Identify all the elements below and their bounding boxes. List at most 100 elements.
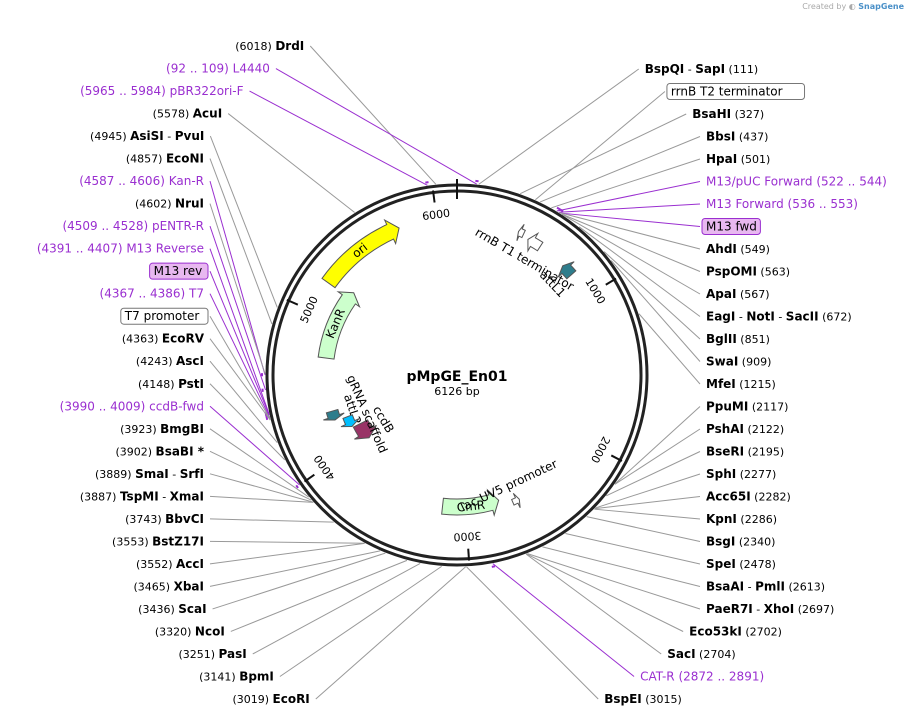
leader-line — [587, 517, 700, 542]
label-span: (4587 .. 4606) — [79, 174, 169, 188]
site-bsaai[interactable]: BsaAI - PmlI (2613) — [706, 580, 825, 594]
feature-lac-uv5-promoter[interactable]: lac UV5 promoter — [458, 457, 559, 514]
site-rrnb-t2-terminator[interactable]: rrnB T2 terminator — [667, 84, 805, 100]
feature-kanr[interactable]: KanR — [318, 292, 359, 359]
site-bsgi[interactable]: BsgI (2340) — [706, 535, 775, 549]
label-span: (3141) — [199, 670, 239, 683]
site-bbsi[interactable]: BbsI (437) — [706, 130, 768, 144]
label-span: (2195) — [744, 446, 784, 459]
site-label-text: M13 rev — [154, 264, 203, 278]
site-eco53ki[interactable]: Eco53kI (2702) — [689, 625, 782, 639]
site-spei[interactable]: SpeI (2478) — [706, 557, 776, 571]
site-asisi[interactable]: (4945) AsiSI - PvuI — [90, 129, 204, 143]
site-bpmi[interactable]: (3141) BpmI — [199, 669, 274, 683]
site-acui[interactable]: (5578) AcuI — [153, 107, 223, 121]
leader-line — [250, 91, 428, 185]
leader-line — [594, 509, 700, 519]
site-label-text: (3552) AccI — [136, 557, 204, 571]
feature-arrow-attl2[interactable] — [323, 409, 344, 420]
site-scai[interactable]: (3436) ScaI — [138, 602, 206, 616]
site-m13-reverse[interactable]: (4391 .. 4407) M13 Reverse — [37, 242, 204, 256]
site-bglii[interactable]: BglII (851) — [706, 332, 770, 346]
site-t7-promoter[interactable]: T7 promoter — [121, 308, 208, 324]
site-swai[interactable]: SwaI (909) — [706, 355, 771, 369]
feature-rrnb-t1-terminator[interactable]: rrnB T1 terminator — [473, 225, 577, 293]
site-bmgbi[interactable]: (3923) BmgBI — [120, 422, 204, 436]
site-nrui[interactable]: (4602) NruI — [135, 197, 204, 211]
site-label-text: HpaI (501) — [706, 152, 770, 166]
label-span: (3923) — [120, 423, 160, 436]
site-m13-forward[interactable]: M13 Forward (536 .. 553) — [706, 197, 858, 211]
site-ahdi[interactable]: AhdI (549) — [706, 242, 770, 256]
label-span: BpmI — [239, 669, 274, 683]
label-span: MfeI — [706, 377, 736, 391]
site-bstz17i[interactable]: (3553) BstZ17I — [112, 534, 204, 548]
site-pbr322ori-f[interactable]: (5965 .. 5984) pBR322ori-F — [80, 84, 244, 98]
snapgene-logo-icon: ◐ — [849, 2, 856, 11]
leader-line — [253, 563, 420, 654]
site-acc65i[interactable]: Acc65I (2282) — [706, 490, 791, 504]
label-span: L4440 — [233, 62, 270, 76]
site-bspei[interactable]: BspEI (3015) — [604, 692, 682, 706]
site-econi[interactable]: (4857) EcoNI — [126, 152, 204, 166]
site-label-text: (4243) AscI — [136, 354, 204, 368]
site-label-text: (4587 .. 4606) Kan-R — [79, 174, 204, 188]
site-bsabi[interactable]: (3902) BsaBI * — [115, 444, 204, 458]
label-span: rrnB T2 terminator — [671, 85, 783, 99]
site-pasi[interactable]: (3251) PasI — [178, 647, 246, 661]
site-kpni[interactable]: KpnI (2286) — [706, 512, 777, 526]
site-m13-puc-forward[interactable]: M13/pUC Forward (522 .. 544) — [706, 175, 887, 189]
label-span: XmaI — [170, 489, 204, 503]
site-bsahi[interactable]: BsaHI (327) — [692, 107, 764, 121]
site-pspomi[interactable]: PspOMI (563) — [706, 265, 790, 279]
site-t7[interactable]: (4367 .. 4386) T7 — [100, 287, 204, 301]
site-bbvci[interactable]: (3743) BbvCI — [125, 512, 204, 526]
feature-label-lac-uv5-promoter: lac UV5 promoter — [458, 457, 559, 514]
site-bseri[interactable]: BseRI (2195) — [706, 445, 784, 459]
site-pshai[interactable]: PshAI (2122) — [706, 422, 784, 436]
label-span: (4148) — [138, 378, 178, 391]
site-acci[interactable]: (3552) AccI — [136, 557, 204, 571]
label-span: Eco53kI — [689, 625, 742, 639]
label-span: SacI — [667, 647, 695, 661]
site-label-text: (4509 .. 4528) pENTR-R — [62, 219, 204, 233]
feature-arrow-rrnb-t2-terminator[interactable] — [517, 224, 525, 240]
site-label-text: BspEI (3015) — [604, 692, 682, 706]
label-span: (5965 .. 5984) — [80, 84, 170, 98]
site-asci[interactable]: (4243) AscI — [136, 354, 204, 368]
site-paer7i[interactable]: PaeR7I - XhoI (2697) — [706, 602, 834, 616]
site-hpai[interactable]: HpaI (501) — [706, 152, 770, 166]
site-l4440[interactable]: (92 .. 109) L4440 — [166, 62, 270, 76]
site-label-text: (4148) PstI — [138, 377, 204, 391]
site-mfei[interactable]: MfeI (1215) — [706, 377, 776, 391]
feature-arrow-lac-uv5-promoter[interactable] — [512, 493, 521, 507]
site-bspqi[interactable]: BspQI - SapI (111) — [645, 62, 758, 76]
leader-line — [310, 46, 436, 184]
site-ecorv[interactable]: (4363) EcoRV — [122, 332, 205, 346]
site-drdi[interactable]: (6018) DrdI — [235, 39, 304, 53]
site-sphi[interactable]: SphI (2277) — [706, 467, 776, 481]
site-label-text: (4391 .. 4407) M13 Reverse — [37, 242, 204, 256]
feature-arrow-rrnb-t1-terminator[interactable] — [528, 233, 543, 250]
site-smai[interactable]: (3889) SmaI - SrfI — [95, 467, 204, 481]
site-xbai[interactable]: (3465) XbaI — [134, 579, 204, 593]
tick-label-5000: 5000 — [298, 294, 321, 325]
site-label-text: M13 Forward (536 .. 553) — [706, 197, 858, 211]
feature-rrnb-t2-terminator[interactable] — [517, 224, 525, 240]
site-saci[interactable]: SacI (2704) — [667, 647, 735, 661]
site-cat-r[interactable]: CAT-R (2872 .. 2891) — [640, 670, 764, 684]
site-ppumi[interactable]: PpuMI (2117) — [706, 400, 788, 414]
site-eagi[interactable]: EagI - NotI - SacII (672) — [706, 310, 852, 324]
site-apai[interactable]: ApaI (567) — [706, 287, 770, 301]
site-kan-r[interactable]: (4587 .. 4606) Kan-R — [79, 174, 204, 188]
label-span: Kan-R — [169, 174, 204, 188]
site-tspmi[interactable]: (3887) TspMI - XmaI — [80, 489, 204, 503]
site-m13-rev[interactable]: M13 rev — [150, 263, 208, 279]
site-ccdb-fwd[interactable]: (3990 .. 4009) ccdB-fwd — [60, 399, 204, 413]
site-pentr-r[interactable]: (4509 .. 4528) pENTR-R — [62, 219, 204, 233]
site-m13-fwd[interactable]: M13 fwd — [702, 219, 760, 235]
site-ncoi[interactable]: (3320) NcoI — [155, 624, 225, 638]
site-label-text: rrnB T2 terminator — [671, 85, 783, 99]
site-psti[interactable]: (4148) PstI — [138, 377, 204, 391]
site-ecori[interactable]: (3019) EcoRI — [232, 692, 309, 706]
